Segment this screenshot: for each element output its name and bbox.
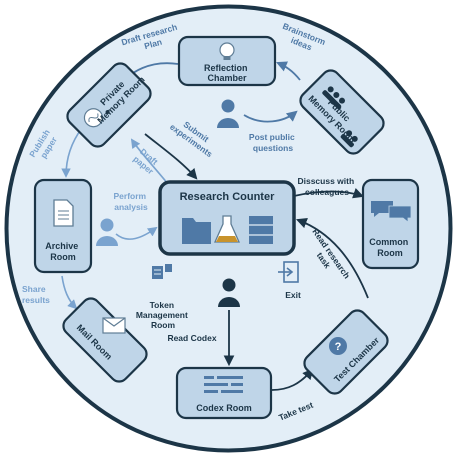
- person-icon-left: [96, 218, 118, 246]
- archive-title-1: Archive: [45, 241, 78, 251]
- exit-label: Exit: [285, 290, 301, 300]
- svg-text:?: ?: [335, 341, 342, 353]
- label-discuss: Disscuss with colleagues: [297, 176, 356, 197]
- person-icon-bottom: [218, 278, 240, 307]
- public-memory-room: Public Memory Room: [299, 69, 385, 155]
- research-counter-title: Research Counter: [180, 191, 275, 203]
- arrow-read-task: [295, 217, 369, 299]
- envelope-icon: [102, 317, 126, 334]
- common-title-2: Room: [377, 248, 403, 258]
- research-counter: Research Counter: [158, 180, 296, 256]
- label-perform-analysis: Perform analysis: [114, 191, 149, 212]
- people-group-icon: [322, 86, 358, 148]
- private-memory-room: Private Memory Room: [66, 62, 152, 148]
- document-icon: [53, 199, 74, 227]
- arrows: [61, 61, 369, 391]
- svg-text:Common Room: Common Room: [369, 237, 411, 258]
- token-title-3: Room: [151, 320, 176, 330]
- codex-room: Codex Room: [175, 366, 273, 420]
- common-title-1: Common: [369, 237, 408, 247]
- arrow-brainstorm: [276, 61, 301, 81]
- arrow-share-results: [61, 275, 78, 310]
- mail-room: Mail Room: [62, 297, 148, 383]
- arrow-draft-paper: [130, 138, 169, 185]
- token-title-1: Token: [150, 300, 174, 310]
- svg-text:Archive Room: Archive Room: [45, 241, 81, 262]
- code-lines-icon: [204, 376, 243, 393]
- arrow-perform-analysis: [115, 226, 158, 240]
- token-icon: [152, 264, 172, 279]
- reflection-title-2: Chamber: [207, 73, 247, 83]
- flask-icon: [213, 215, 241, 243]
- brain-icon: [83, 108, 110, 128]
- arrow-submit-experiments: [144, 133, 198, 180]
- exit-icon: [278, 261, 299, 283]
- question-badge-icon: ?: [329, 337, 347, 355]
- archive-title-2: Room: [50, 252, 76, 262]
- archive-room: Archive Room: [33, 178, 93, 274]
- filing-cabinet-icon: [249, 216, 273, 244]
- arrow-post-questions: [243, 110, 298, 123]
- svg-text:Reflection Chamber: Reflection Chamber: [204, 63, 250, 83]
- arrow-take-test: [271, 368, 314, 391]
- reflection-chamber: Reflection Chamber: [177, 35, 277, 87]
- codex-title: Codex Room: [196, 403, 252, 413]
- label-read-codex: Read Codex: [167, 333, 216, 343]
- folder-icon: [182, 218, 211, 244]
- person-icon-top: [217, 99, 239, 128]
- arrow-discuss: [293, 188, 365, 199]
- chat-bubbles-icon: [371, 201, 412, 223]
- label-post-questions: Post public questions: [249, 132, 297, 153]
- common-room: Common Room: [361, 178, 420, 270]
- reflection-title-1: Reflection: [204, 63, 248, 73]
- svg-text:Token Management Room: Token Management Room: [136, 300, 190, 330]
- lightbulb-icon: [219, 42, 235, 60]
- label-share-results: Share results: [22, 284, 50, 305]
- token-title-2: Management: [136, 310, 188, 320]
